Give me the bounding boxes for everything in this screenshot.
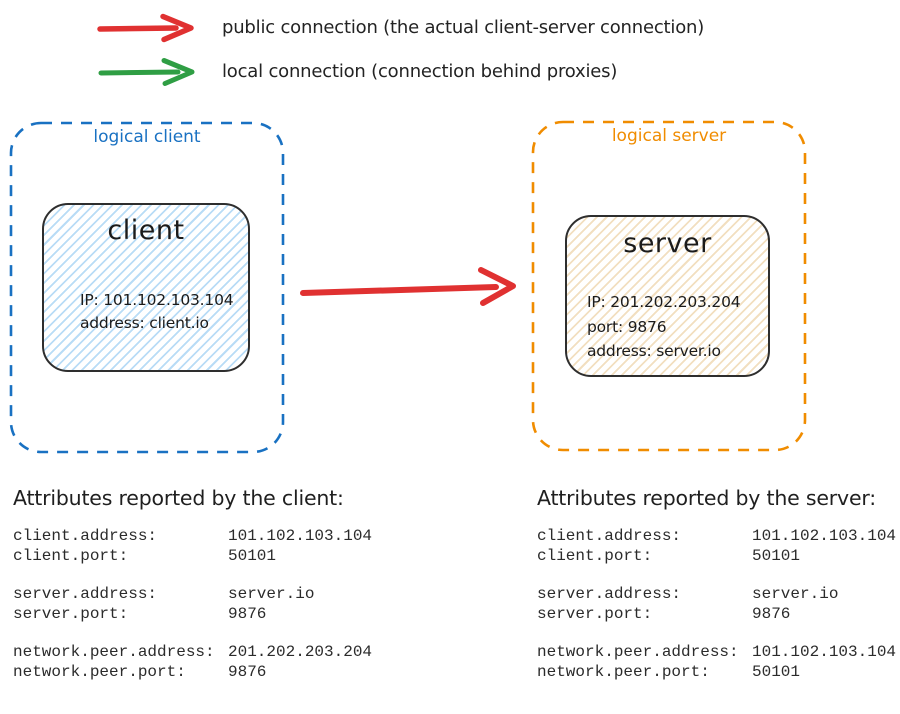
client-attributes-section: Attributes reported by the client: clien… [13, 486, 372, 701]
server-port-line: port: 9876 [587, 317, 667, 336]
attr-row: network.peer.port: 50101 [537, 663, 896, 683]
attr-value: 9876 [228, 604, 267, 623]
legend-public-connection-label: public connection (the actual client-ser… [222, 17, 705, 38]
logical-client-label: logical client [93, 127, 201, 147]
local-connection-arrow-icon [98, 58, 195, 86]
public-connection-arrow-icon [97, 13, 194, 43]
attr-row: server.port: 9876 [537, 605, 896, 625]
attr-key: network.peer.address: [537, 643, 739, 661]
client-attributes-list: client.address: 101.102.103.104 client.p… [13, 527, 372, 682]
server-ip-line: IP: 201.202.203.204 [587, 293, 741, 311]
client-node-details: IP: 101.102.103.104 address: client.io [80, 289, 234, 334]
client-node: client IP: 101.102.103.104 address: clie… [42, 203, 250, 372]
attr-value: server.io [228, 585, 315, 603]
client-node-title: client [107, 215, 185, 246]
server-attributes-title: Attributes reported by the server: [537, 486, 876, 510]
attr-row: network.peer.address: 201.202.203.204 [13, 643, 372, 663]
attr-key: server.port: [13, 604, 129, 623]
server-node: server IP: 201.202.203.204 port: 9876 ad… [565, 215, 770, 377]
attr-value: 101.102.103.104 [228, 527, 373, 545]
attr-value: 50101 [752, 662, 801, 681]
attr-row: server.port: 9876 [13, 605, 372, 625]
logical-client-boundary [9, 121, 285, 454]
server-attributes-section: Attributes reported by the server: clien… [537, 486, 896, 701]
server-address-line: address: server.io [587, 342, 721, 360]
client-address-line: address: client.io [80, 313, 209, 332]
client-server-connection-arrow [300, 267, 516, 306]
server-attr-group: network.peer.address: 101.102.103.104 ne… [537, 643, 896, 682]
attr-value: 9876 [228, 662, 267, 681]
attr-key: client.address: [13, 527, 158, 545]
attr-row: client.address: 101.102.103.104 [13, 527, 372, 547]
server-attributes-list: client.address: 101.102.103.104 client.p… [537, 527, 896, 682]
attr-row: network.peer.address: 101.102.103.104 [537, 643, 896, 663]
attr-key: network.peer.port: [13, 662, 186, 681]
attr-row: client.port: 50101 [537, 547, 896, 567]
client-attr-group: server.address: server.io server.port: 9… [13, 585, 372, 624]
logical-server-label: logical server [611, 126, 727, 146]
client-attributes-title: Attributes reported by the client: [13, 486, 344, 510]
attr-key: server.address: [537, 585, 682, 603]
attr-value: server.io [752, 585, 839, 603]
attr-key: server.port: [537, 604, 653, 623]
attr-value: 101.102.103.104 [752, 527, 897, 545]
client-attr-group: client.address: 101.102.103.104 client.p… [13, 527, 372, 566]
attr-key: network.peer.address: [13, 643, 215, 661]
legend-local-connection-label: local connection (connection behind prox… [222, 61, 618, 82]
server-node-title: server [623, 228, 712, 259]
attr-row: server.address: server.io [13, 585, 372, 605]
client-attr-group: network.peer.address: 201.202.203.204 ne… [13, 643, 372, 682]
attr-value: 101.102.103.104 [752, 643, 897, 661]
attr-row: client.port: 50101 [13, 547, 372, 567]
attr-value: 201.202.203.204 [228, 643, 373, 661]
attr-key: client.port: [537, 546, 653, 565]
attr-row: network.peer.port: 9876 [13, 663, 372, 683]
attr-value: 50101 [228, 546, 277, 565]
attr-key: server.address: [13, 585, 158, 603]
attr-key: network.peer.port: [537, 662, 710, 681]
server-attr-group: server.address: server.io server.port: 9… [537, 585, 896, 624]
server-node-details: IP: 201.202.203.204 port: 9876 address: … [587, 290, 741, 364]
attr-key: client.port: [13, 546, 129, 565]
client-ip-line: IP: 101.102.103.104 [80, 291, 234, 309]
server-attr-group: client.address: 101.102.103.104 client.p… [537, 527, 896, 566]
attr-value: 9876 [752, 604, 791, 623]
logical-server-boundary [531, 120, 807, 452]
attr-row: server.address: server.io [537, 585, 896, 605]
attr-key: client.address: [537, 527, 682, 545]
attr-row: client.address: 101.102.103.104 [537, 527, 896, 547]
attr-value: 50101 [752, 546, 801, 565]
